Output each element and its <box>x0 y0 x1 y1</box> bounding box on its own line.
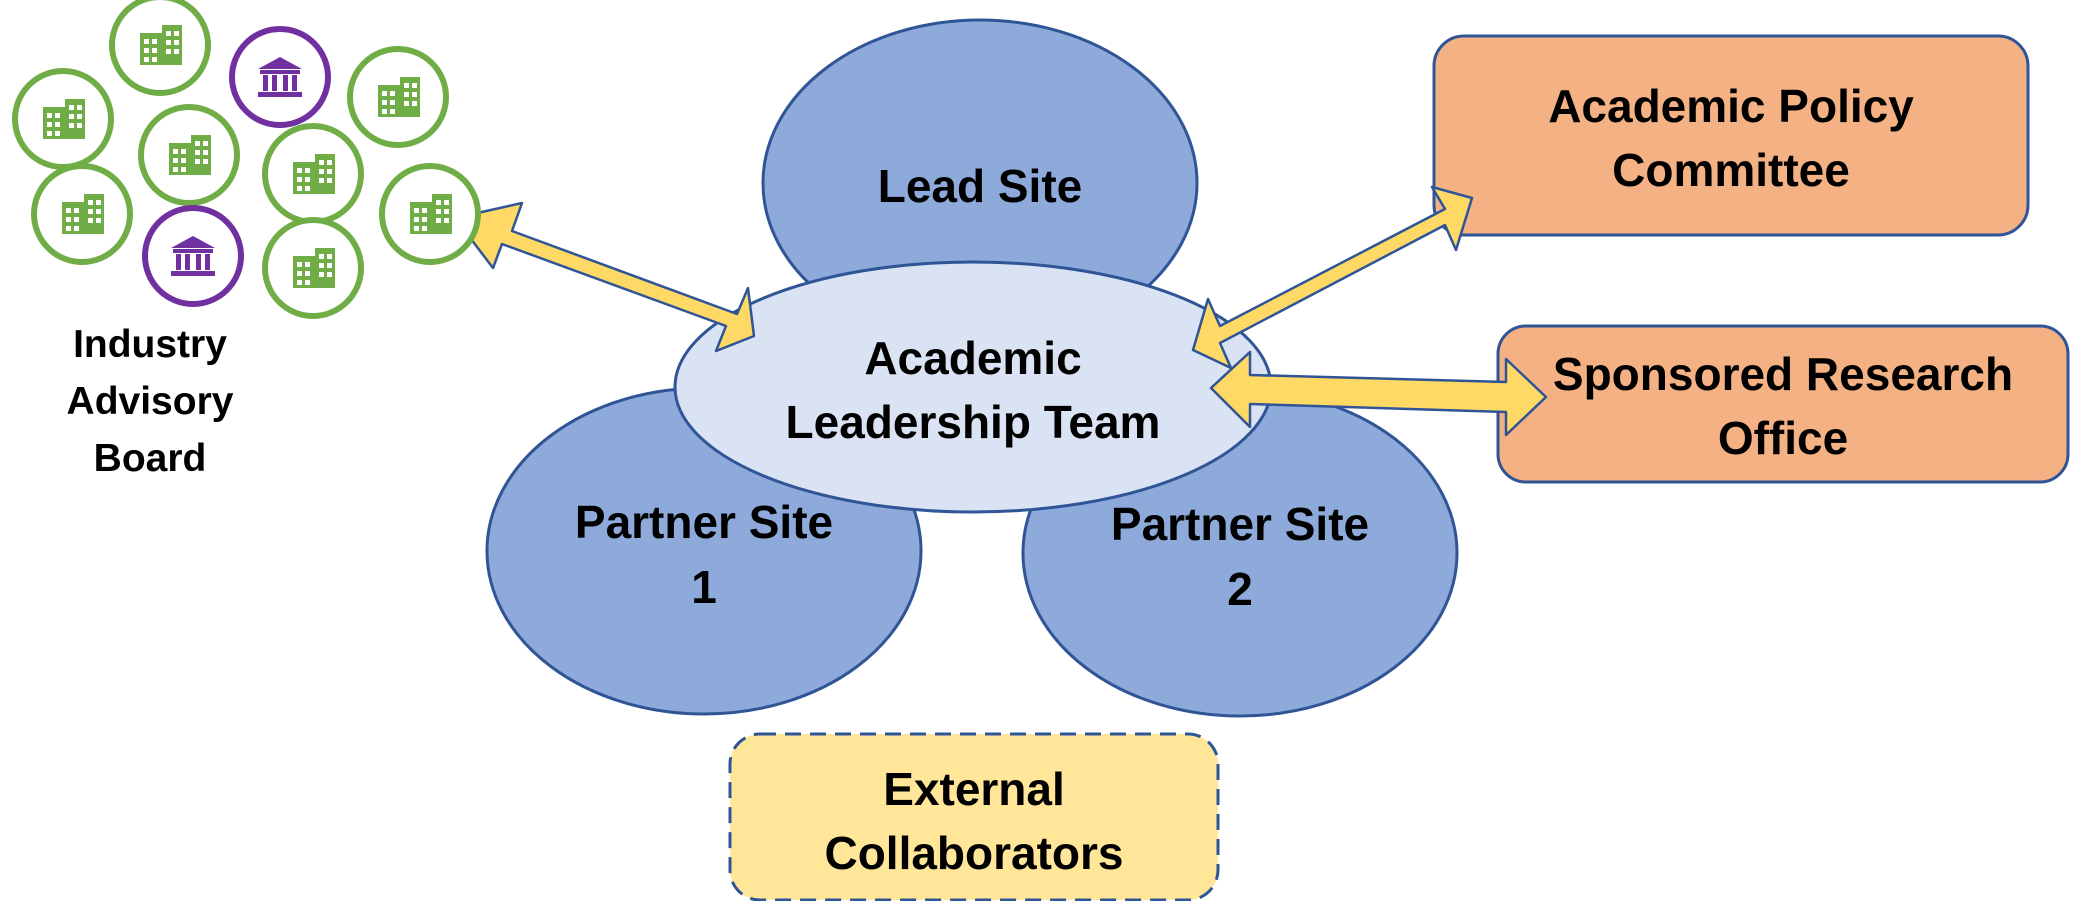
partner-site-1-label-line2: 1 <box>691 561 717 613</box>
external-collaborators-label-line2: Collaborators <box>824 827 1123 879</box>
university-icon <box>142 205 244 307</box>
building-icon <box>262 217 364 319</box>
policy-committee-label-line1: Academic Policy <box>1548 80 1914 132</box>
arrow-research-office <box>1209 350 1548 437</box>
building-icon <box>109 0 211 96</box>
partner-site-2-label-line2: 2 <box>1227 563 1253 615</box>
research-office-label-line1: Sponsored Research <box>1553 348 2013 400</box>
building-icon <box>262 123 364 225</box>
leadership-team-label-line1: Academic <box>864 332 1081 384</box>
building-icon <box>379 163 481 265</box>
research-office-label-line2: Office <box>1718 412 1848 464</box>
leadership-team-label-line2: Leadership Team <box>786 396 1161 448</box>
industry-board-members <box>12 0 481 319</box>
policy-committee-label-line2: Committee <box>1612 144 1850 196</box>
industry-board-label-line3: Board <box>94 437 207 480</box>
building-icon <box>138 104 240 206</box>
arrow-industry-board <box>453 201 756 353</box>
arrow-policy-committee <box>1191 185 1474 370</box>
external-collaborators-box <box>728 732 1220 901</box>
industry-board-label-line2: Advisory <box>67 380 234 423</box>
building-icon <box>31 163 133 265</box>
policy-committee-box <box>1432 34 2030 237</box>
leadership-team-ellipse <box>673 260 1273 514</box>
partner-site-2-label-line1: Partner Site <box>1111 498 1369 550</box>
building-icon <box>347 46 449 148</box>
external-collaborators-label-line1: External <box>883 763 1065 815</box>
partner-site-1-label-line1: Partner Site <box>575 496 833 548</box>
lead-site-label: Lead Site <box>878 160 1083 212</box>
industry-board-label-line1: Industry <box>73 323 227 366</box>
building-icon <box>12 68 114 170</box>
university-icon <box>229 26 331 128</box>
